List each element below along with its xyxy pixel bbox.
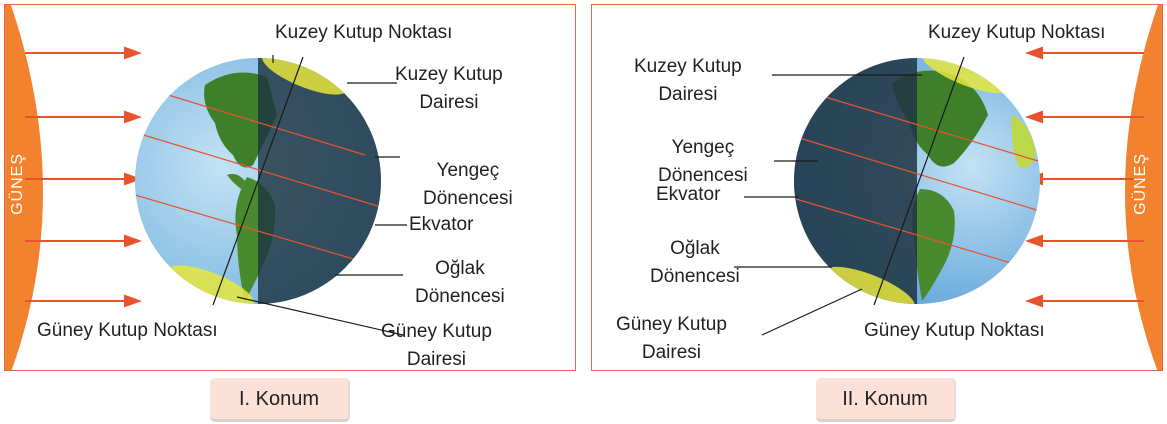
tropic-capricorn-label-line1: Oğlak (435, 258, 485, 279)
tropic-cancer-label: Yengeç Dönencesi (658, 134, 748, 190)
arctic-circle-label-line1: Kuzey Kutup (634, 56, 742, 77)
arctic-circle-label: Kuzey Kutup Dairesi (634, 53, 742, 109)
north-pole-label: Kuzey Kutup Noktası (275, 22, 453, 43)
antarctic-circle-label-line2: Dairesi (406, 349, 467, 370)
globe (794, 58, 1040, 304)
arctic-circle-label-line2: Dairesi (658, 84, 718, 105)
south-pole-label: Güney Kutup Noktası (864, 320, 1045, 341)
north-pole-label: Kuzey Kutup Noktası (928, 22, 1106, 43)
tropic-capricorn-label-line2: Dönencesi (415, 286, 505, 307)
leader-lines (734, 74, 922, 336)
panel-2-illustration (734, 5, 1162, 370)
sun-label: GÜNEŞ (1132, 153, 1149, 215)
antarctic-circle-label: Güney Kutup Dairesi (616, 311, 727, 367)
tropic-cancer-label-line1: Yengeç (436, 160, 500, 181)
caption-position-1: I. Konum (210, 378, 350, 422)
tropic-cancer-label-line1: Yengeç (671, 137, 735, 158)
arctic-circle-label: Kuzey Kutup Dairesi (395, 61, 503, 117)
panel-1-illustration (5, 5, 407, 370)
tropic-cancer-label: Yengeç Dönencesi (423, 157, 513, 213)
sun-label: GÜNEŞ (9, 153, 26, 215)
south-pole-label: Güney Kutup Noktası (37, 320, 218, 341)
antarctic-circle-label: Güney Kutup Dairesi (381, 318, 492, 370)
antarctic-circle-label-line1: Güney Kutup (616, 314, 727, 335)
sun-shape (1125, 5, 1162, 370)
tropic-capricorn-label: Oğlak Dönencesi (650, 235, 740, 291)
antarctic-circle-label-line1: Güney Kutup (381, 321, 492, 342)
tropic-capricorn-label: Oğlak Dönencesi (415, 255, 505, 311)
tropic-capricorn-label-line1: Oğlak (670, 238, 720, 259)
arctic-circle-label-line2: Dairesi (419, 92, 479, 113)
antarctic-circle-label-line2: Dairesi (641, 342, 702, 363)
arctic-circle-label-line1: Kuzey Kutup (395, 64, 503, 85)
tropic-capricorn-label-line2: Dönencesi (650, 266, 740, 287)
equator-label: Ekvator (409, 214, 474, 235)
sun-shape (5, 5, 43, 370)
tropic-cancer-label-line2: Dönencesi (423, 188, 513, 209)
globe (135, 58, 381, 304)
equator-label: Ekvator (656, 184, 721, 205)
leader-lines (236, 55, 407, 336)
panel-2-diagram: GÜNEŞ Kuzey Kutup Noktası Kuzey Kutup Da… (591, 4, 1163, 371)
tropic-cancer-label-line2: Dönencesi (658, 165, 748, 186)
panel-1-diagram: GÜNEŞ Kuzey Kutup Noktası Kuzey Kutup Da… (4, 4, 576, 371)
sun-rays (25, 46, 142, 308)
caption-position-2: II. Konum (816, 378, 956, 422)
